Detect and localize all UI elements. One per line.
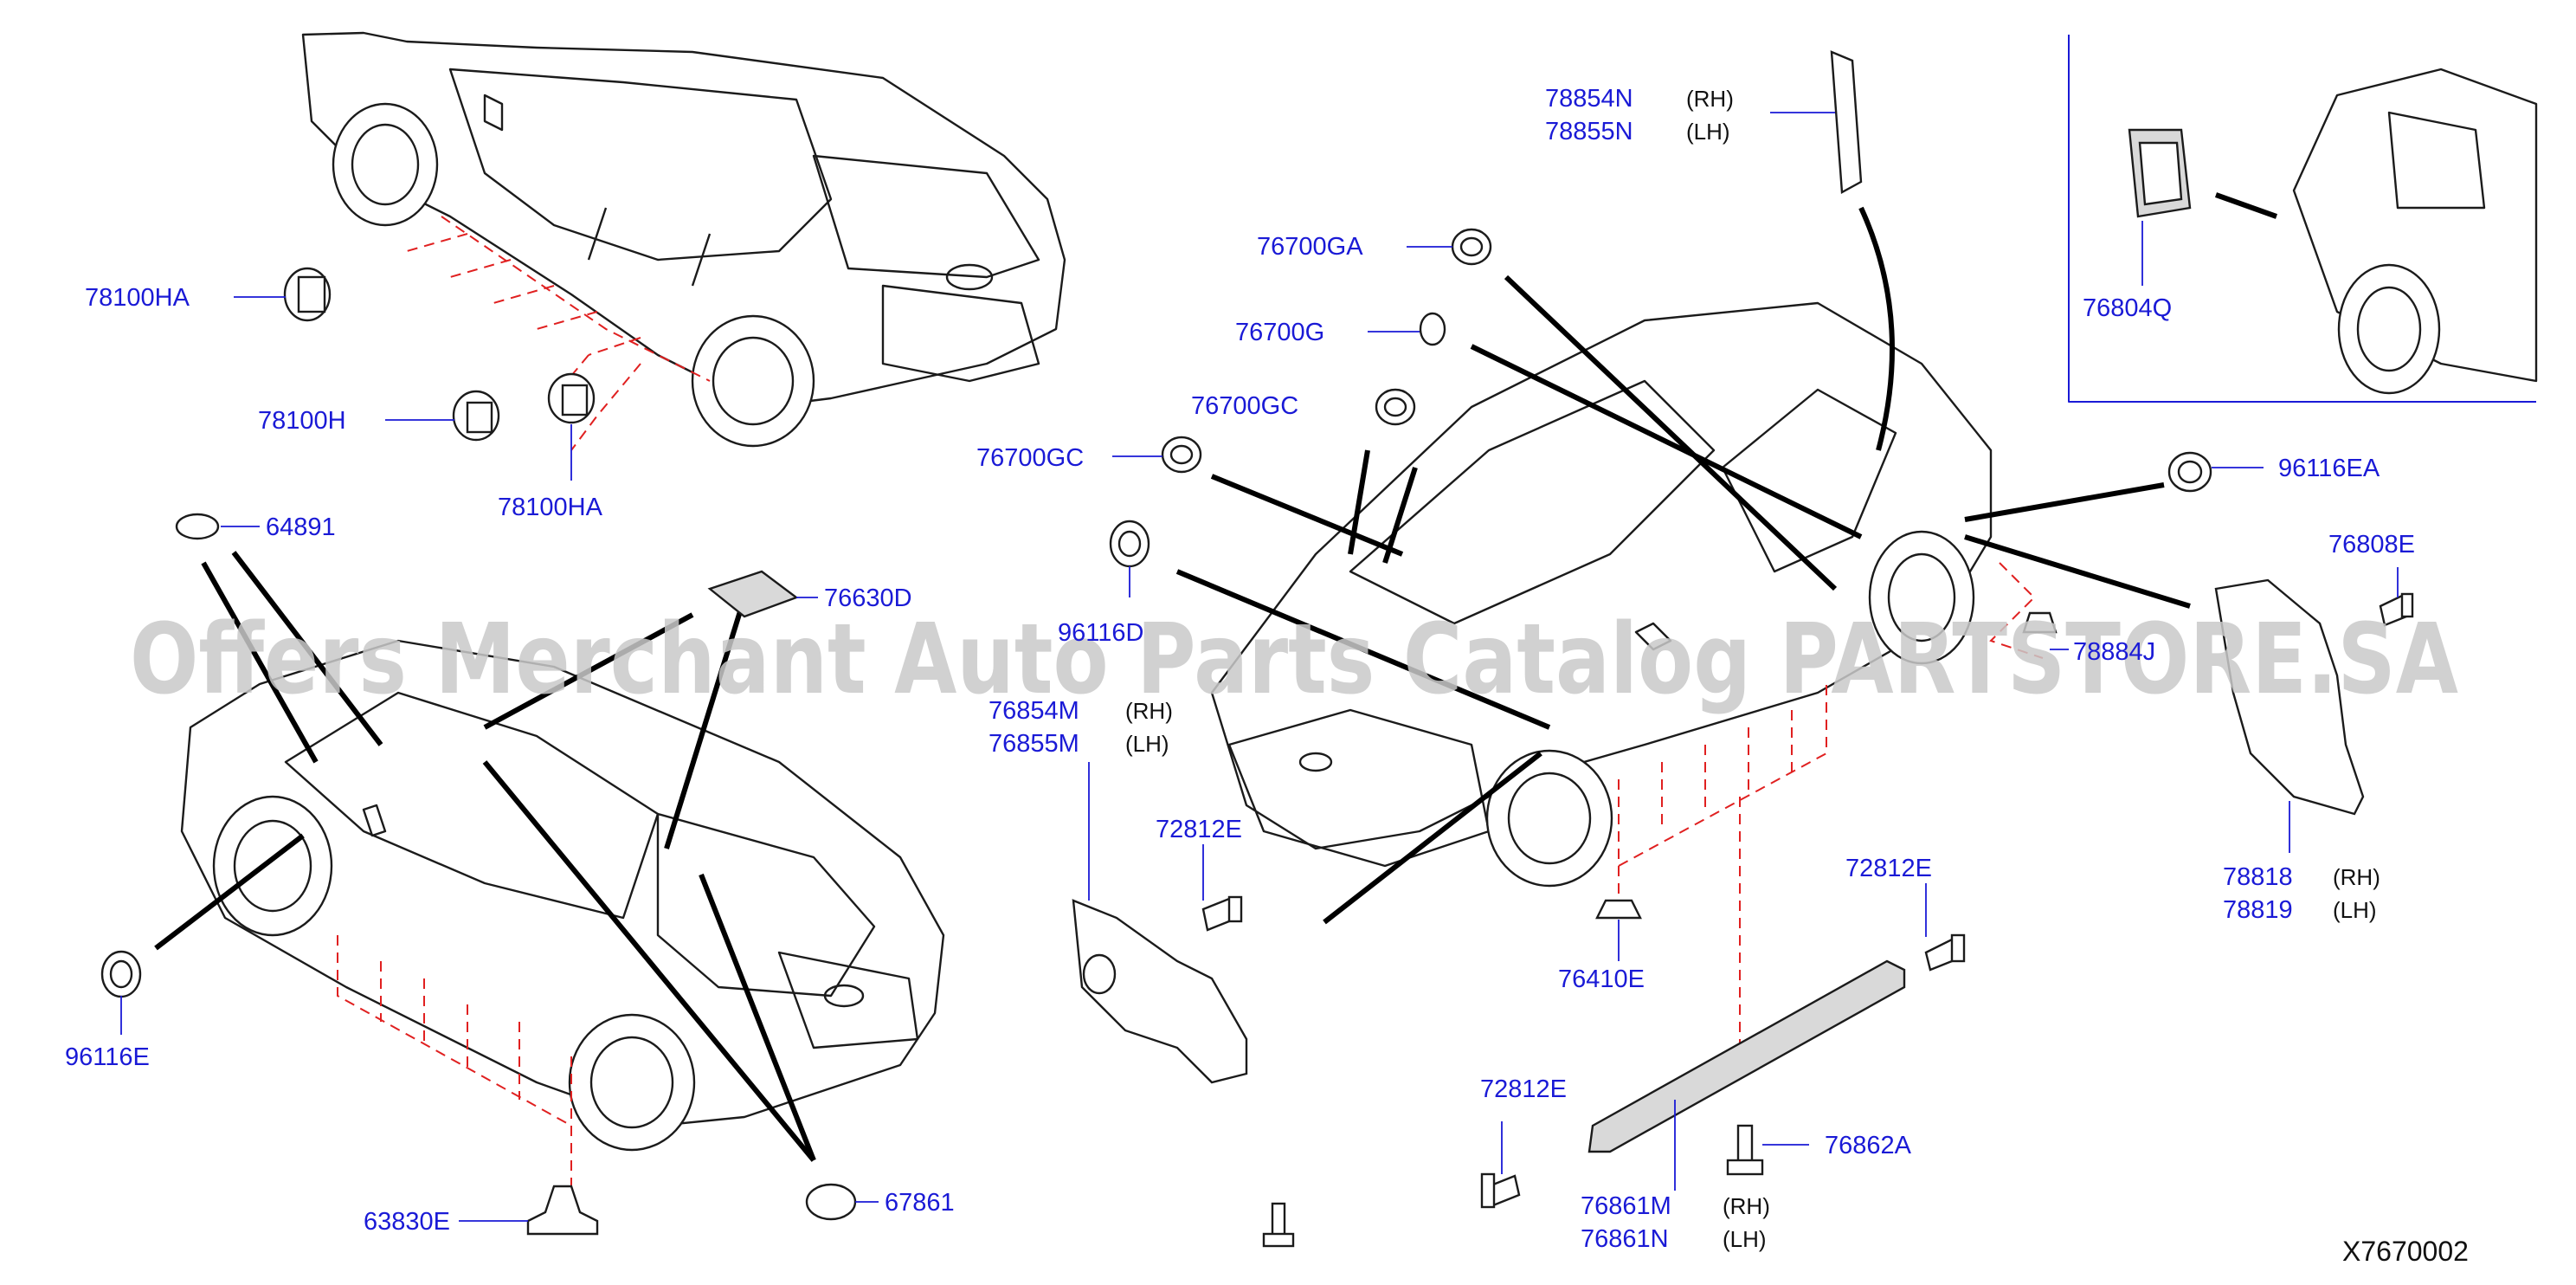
label-76804Q: 76804Q	[2083, 294, 2172, 322]
label-78100H: 78100H	[258, 407, 346, 435]
arrows	[154, 192, 2278, 1162]
plug-76700G-icon	[1419, 312, 1446, 346]
label-78854N-rh: (RH)	[1686, 86, 1734, 112]
label-96116D: 96116D	[1058, 619, 1143, 647]
label-78819: 78819	[2223, 896, 2293, 924]
car-top-left	[301, 31, 1066, 448]
label-78100HA-top: 78100HA	[85, 284, 190, 312]
diagram-ref-code: X7670002	[2342, 1236, 2469, 1267]
sill-76861M-icon	[1587, 959, 1906, 1153]
label-78819-lh: (LH)	[2333, 897, 2377, 923]
dashes-center	[1618, 562, 2044, 1048]
molding-78854N-icon	[1830, 50, 1863, 194]
label-63830E: 63830E	[364, 1208, 450, 1236]
label-78818-rh: (RH)	[2333, 864, 2380, 890]
label-78854N: 78854N	[1545, 85, 1633, 113]
label-76862A: 76862A	[1825, 1132, 1912, 1159]
label-96116E: 96116E	[65, 1043, 150, 1071]
label-76700GC-a: 76700GC	[1191, 392, 1298, 420]
clip-78884J-icon	[2022, 611, 2058, 634]
label-76861M: 76861M	[1581, 1192, 1671, 1220]
clip-63830E-icon	[526, 1185, 599, 1236]
label-76861N: 76861N	[1581, 1225, 1669, 1253]
clip-72812E-c-icon	[1480, 1172, 1521, 1209]
label-78818: 78818	[2223, 863, 2293, 891]
car-bottom-left	[180, 639, 945, 1152]
clip-78100HA-top-icon	[283, 267, 332, 322]
plug-67861-icon	[805, 1183, 857, 1221]
clip-72812E-a-icon	[1201, 895, 1243, 932]
mudguard-78818-icon	[2214, 578, 2365, 816]
label-76808E: 76808E	[2328, 531, 2415, 559]
clip-78100HA-bottom-icon	[547, 372, 596, 424]
label-76855M-lh: (LH)	[1125, 731, 1169, 757]
watermark-text: Offers Merchant Auto Parts Catalog PARTS…	[130, 604, 2458, 716]
label-76410E: 76410E	[1558, 965, 1645, 993]
label-76700G: 76700G	[1235, 319, 1324, 346]
label-76700GA: 76700GA	[1257, 233, 1363, 261]
label-64891: 64891	[266, 513, 336, 541]
bolt-76862A-icon	[1726, 1124, 1764, 1176]
labels: 78100HA 78100H 78100HA 64891 76630D 9611…	[65, 85, 2469, 1267]
parts	[100, 50, 2414, 1248]
label-78855N: 78855N	[1545, 118, 1633, 145]
label-67861: 67861	[885, 1189, 955, 1217]
label-76700GC-b: 76700GC	[976, 444, 1084, 472]
plug-64891-icon	[175, 513, 220, 540]
label-72812E-b: 72812E	[1845, 855, 1932, 882]
grommet-96116D-icon	[1109, 520, 1150, 568]
label-76854M-rh: (RH)	[1125, 698, 1173, 724]
dashes-top-left	[406, 216, 711, 451]
label-72812E-c: 72812E	[1480, 1075, 1567, 1103]
bolt-loose-icon	[1262, 1202, 1295, 1248]
grommet-76700GA-icon	[1451, 228, 1492, 266]
label-76854M: 76854M	[989, 697, 1079, 725]
label-72812E-a: 72812E	[1156, 816, 1242, 843]
label-76855M: 76855M	[989, 730, 1079, 758]
label-78884J: 78884J	[2073, 638, 2155, 666]
label-76861M-rh: (RH)	[1723, 1193, 1770, 1219]
grommet-76700GC-a-icon	[1375, 388, 1416, 426]
label-76630D: 76630D	[824, 584, 912, 612]
leaders	[120, 112, 2399, 1222]
grommet-76700GC-b-icon	[1161, 436, 1202, 474]
inset-panel	[2068, 35, 2538, 403]
grommet-96116EA-icon	[2167, 451, 2212, 493]
plug-76410E-icon	[1595, 899, 1642, 920]
dashes-bottom-left	[337, 935, 572, 1195]
bracket-76854M-icon	[1072, 899, 1248, 1084]
label-76861N-lh: (LH)	[1723, 1226, 1767, 1252]
clip-78100H-icon	[452, 390, 500, 442]
clip-76808E-icon	[2379, 592, 2414, 627]
label-96116EA: 96116EA	[2278, 455, 2380, 482]
label-78100HA-bottom: 78100HA	[498, 494, 603, 521]
clip-72812E-b-icon	[1924, 933, 1966, 972]
car-center	[1210, 301, 1993, 888]
label-78855N-lh: (LH)	[1686, 119, 1730, 145]
grommet-96116E-icon	[100, 950, 142, 998]
